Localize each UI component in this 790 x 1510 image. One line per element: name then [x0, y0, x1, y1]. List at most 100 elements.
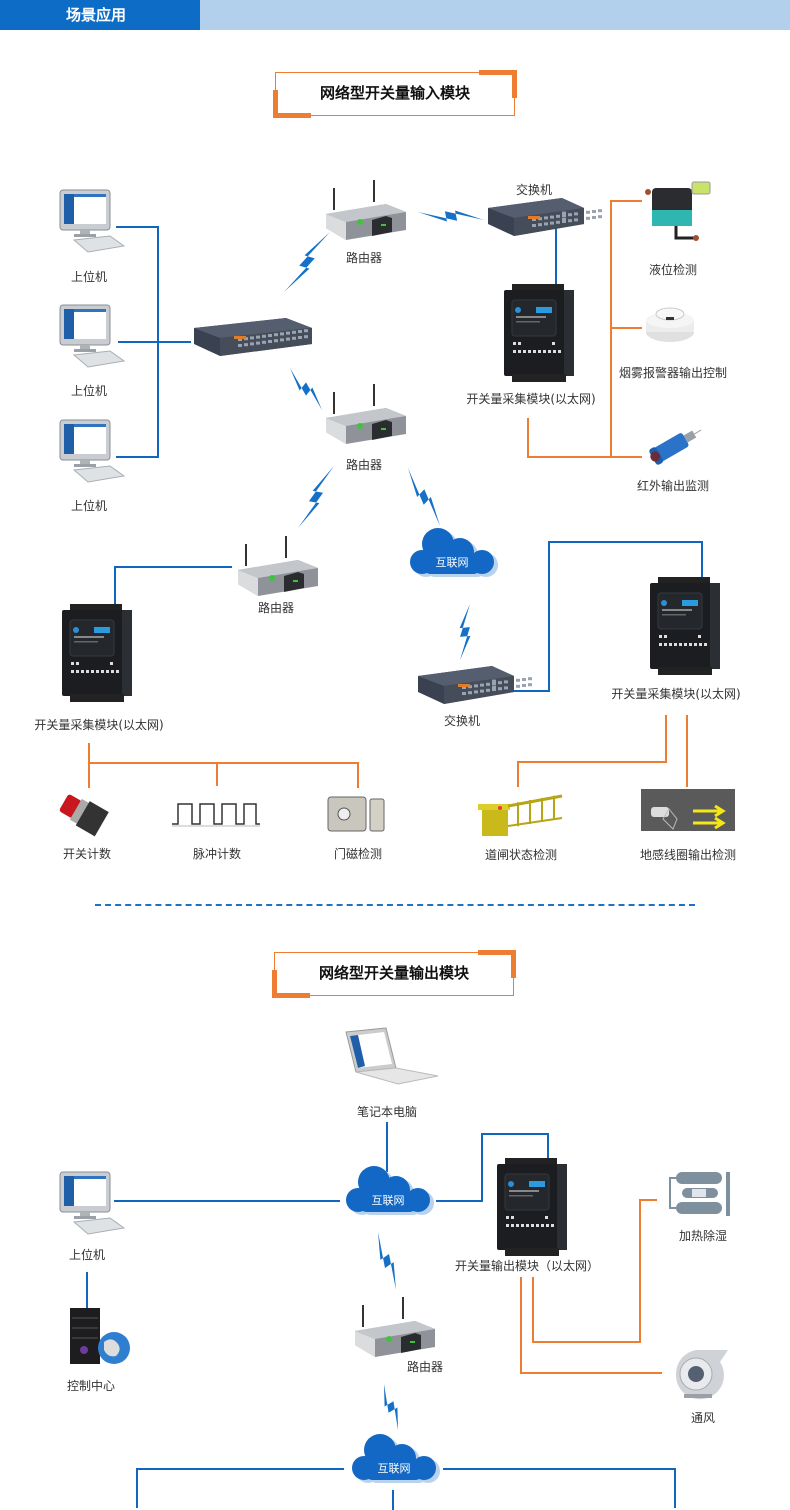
header-tab: 场景应用: [0, 0, 200, 30]
label-pc: 上位机: [70, 270, 108, 284]
heater-dehumidifier-icon: [669, 1172, 730, 1216]
io-module-icon: [497, 1158, 567, 1256]
title-corner-decoration: [273, 90, 311, 118]
signal-line: [639, 1199, 657, 1201]
connection-line: [86, 1272, 88, 1308]
connection-line: [114, 566, 232, 568]
connection-line: [116, 456, 158, 458]
title-corner-decoration: [479, 70, 517, 98]
signal-line: [520, 1372, 662, 1374]
signal-line: [357, 762, 359, 788]
connection-line: [386, 1122, 388, 1172]
section-title-output-text: 网络型开关量输出模块: [318, 964, 469, 982]
signal-line: [610, 200, 612, 458]
signal-line: [610, 200, 642, 202]
connection-line: [548, 541, 550, 692]
label-switch-count: 开关计数: [62, 847, 112, 861]
wifi-router-icon: [326, 180, 406, 240]
push-button-icon: [59, 794, 109, 837]
signal-line: [610, 327, 642, 329]
pulse-wave-icon: [172, 803, 260, 827]
connection-line: [114, 566, 116, 610]
connection-line: [701, 541, 703, 581]
io-module-icon: [504, 284, 574, 382]
liquid-tank-icon: [645, 181, 711, 241]
network-switch-icon: [488, 198, 602, 236]
cloud-icon: 互联网: [410, 528, 498, 577]
label-router: 路由器: [406, 1360, 444, 1374]
svg-text:互联网: 互联网: [372, 1194, 405, 1207]
label-barrier: 道闸状态检测: [484, 848, 558, 862]
io-module-icon: [650, 577, 720, 675]
signal-line: [665, 715, 667, 763]
signal-line: [517, 761, 519, 787]
wifi-router-icon: [355, 1297, 435, 1357]
connection-line: [548, 541, 703, 543]
diagram-icons: 互联网: [59, 180, 735, 837]
signal-line: [532, 1341, 641, 1343]
desktop-computer-icon: [59, 1171, 126, 1235]
label-router: 路由器: [257, 601, 295, 615]
section-divider: [95, 904, 695, 906]
label-pc: 上位机: [68, 1248, 106, 1262]
wireless-signal-icon: [284, 210, 484, 660]
section-title-input-text: 网络型开关量输入模块: [319, 84, 470, 102]
svg-text:互联网: 互联网: [436, 556, 469, 569]
connection-line: [157, 341, 191, 343]
label-control-center: 控制中心: [66, 1379, 116, 1393]
control-center-server-icon: [70, 1308, 130, 1364]
ventilation-fan-icon: [675, 1350, 728, 1400]
signal-line: [517, 761, 667, 763]
label-ground-loop: 地感线圈输出检测: [639, 848, 737, 862]
signal-line: [216, 762, 218, 786]
section-title-input: 网络型开关量输入模块: [273, 70, 517, 118]
connection-line: [674, 1468, 676, 1508]
signal-line: [527, 418, 529, 458]
connection-line: [481, 1133, 549, 1135]
label-laptop: 笔记本电脑: [356, 1105, 418, 1119]
laptop-icon: [345, 1027, 439, 1085]
door-lock-icon: [327, 796, 385, 832]
cloud-icon: 互联网: [352, 1434, 440, 1483]
desktop-computer-icon: [59, 419, 126, 483]
label-smoke-alarm: 烟雾报警器输出控制: [618, 366, 728, 380]
signal-line: [686, 715, 688, 787]
label-router: 路由器: [345, 458, 383, 472]
signal-line: [520, 1277, 522, 1374]
connection-line: [136, 1468, 138, 1508]
connection-line: [480, 690, 550, 692]
label-switch: 交换机: [515, 183, 553, 197]
desktop-computer-icon: [59, 304, 126, 368]
title-corner-decoration: [478, 950, 516, 978]
connection-line: [118, 341, 158, 343]
connection-line: [547, 1133, 549, 1161]
connection-line: [436, 1200, 483, 1202]
desktop-computer-icon: [59, 189, 126, 253]
label-pc: 上位机: [70, 499, 108, 513]
barrier-gate-icon: [478, 794, 563, 836]
infrared-sensor-icon: [649, 429, 702, 465]
label-module: 开关量采集模块(以太网): [611, 687, 741, 701]
connection-line: [555, 226, 557, 290]
title-corner-decoration: [272, 970, 310, 998]
label-pc: 上位机: [70, 384, 108, 398]
svg-text:互联网: 互联网: [378, 1462, 411, 1475]
wifi-router-icon: [238, 536, 318, 596]
connection-line: [116, 226, 158, 228]
label-heating: 加热除湿: [678, 1229, 728, 1243]
label-infrared: 红外输出监测: [636, 479, 710, 493]
network-switch-icon: [418, 666, 532, 704]
label-switch: 交换机: [443, 714, 481, 728]
label-module: 开关量采集模块(以太网): [466, 392, 596, 406]
cloud-icon: 互联网: [346, 1166, 434, 1215]
ground-loop-icon: [641, 789, 735, 831]
label-door-sensor: 门磁检测: [333, 847, 383, 861]
wifi-router-icon: [326, 384, 406, 444]
io-module-icon: [62, 604, 132, 702]
network-switch-icon: [194, 318, 312, 356]
signal-line: [88, 762, 359, 764]
smoke-detector-icon: [646, 307, 694, 342]
label-liquid-level: 液位检测: [648, 263, 698, 277]
connection-line: [481, 1133, 483, 1202]
